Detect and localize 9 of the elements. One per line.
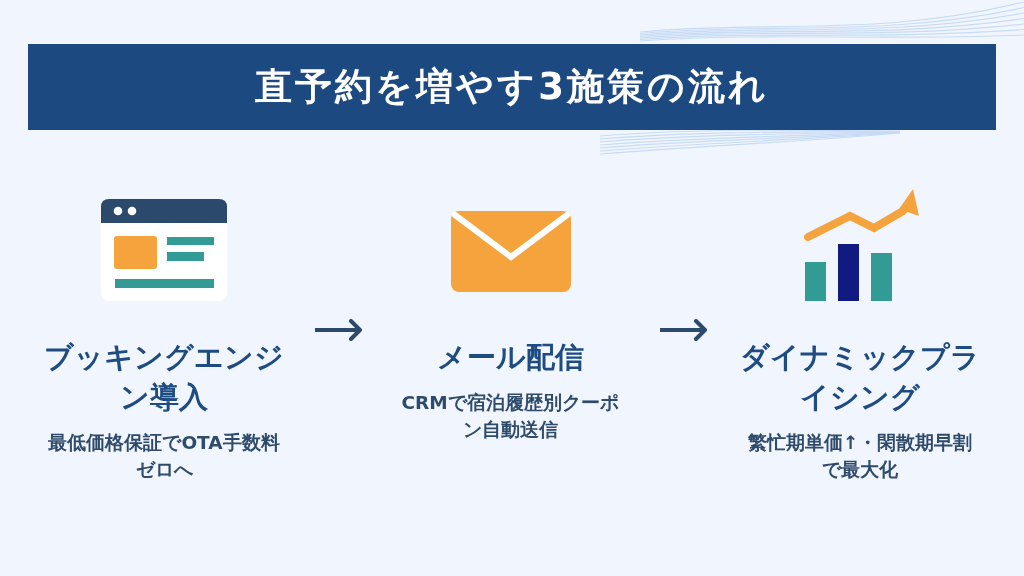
arrow <box>660 319 707 341</box>
arrow <box>315 319 362 341</box>
step-title: ダイナミックプライシング <box>739 339 981 416</box>
step-title: メール配信 <box>436 339 584 376</box>
step-description: 最低価格保証でOTA手数料ゼロへ <box>47 431 281 482</box>
step-description: CRMで宿泊履歴別クーポン自動送信 <box>400 391 620 442</box>
step-description: 繁忙期単価↑・閑散期早割で最大化 <box>746 431 974 482</box>
step-title: ブッキングエンジン導入 <box>43 339 285 416</box>
title: 直予約を増やす3施策の流れ <box>255 64 769 110</box>
